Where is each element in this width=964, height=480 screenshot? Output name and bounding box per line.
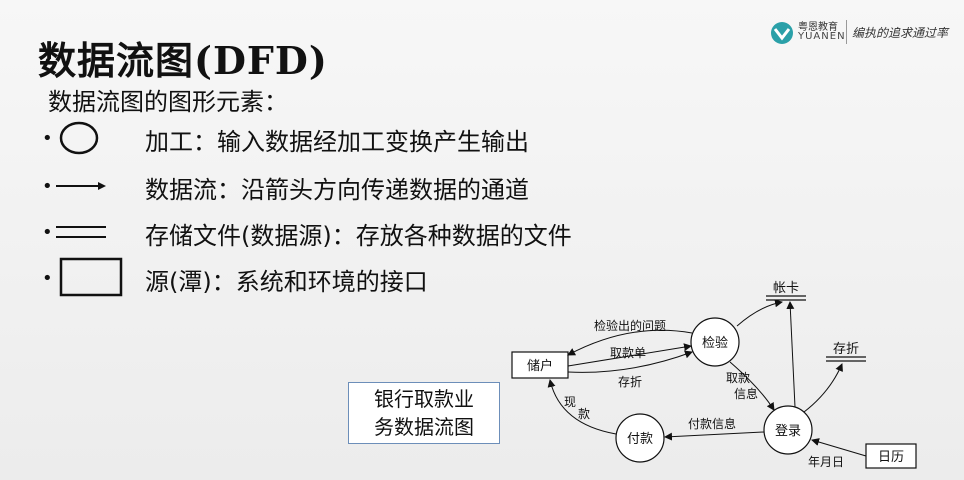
subtitle: 数据流图的图形元素： (48, 88, 288, 116)
node-calendar (865, 443, 917, 469)
page-title: 数据流图(DFD) (38, 38, 328, 83)
flow-cash-2: 款 (578, 407, 590, 421)
node-pay-label: 付款 (627, 432, 653, 447)
node-check (690, 317, 740, 367)
flow-cash-1: 现 (564, 395, 576, 409)
diagram-caption: 银行取款业 务数据流图 (348, 382, 500, 444)
node-depositor-label: 储户 (527, 358, 553, 374)
node-calendar-label: 日历 (878, 450, 904, 465)
element-text-process: 加工：输入数据经加工变换产生输出 (145, 128, 529, 156)
node-register (763, 405, 813, 455)
bullet: • (42, 128, 53, 149)
logo-icon (771, 22, 793, 44)
flow-passbook: 存折 (618, 374, 642, 389)
flow-payment-info: 付款信息 (688, 416, 736, 431)
logo-slogan: 编执的追求通过率 (852, 26, 949, 40)
bullet: • (42, 222, 53, 243)
bullet: • (42, 268, 53, 289)
node-depositor (511, 351, 569, 379)
flow-withdraw-slip: 取款单 (610, 346, 646, 360)
logo-english: YUANEN (798, 31, 846, 42)
store-passbook: 存折 (833, 342, 859, 357)
node-register-label: 登录 (775, 424, 801, 439)
element-text-source: 源(潭)：系统和环境的接口 (145, 268, 428, 296)
flow-withdraw-info-2: 信息 (734, 386, 758, 401)
diagram-caption-line1: 银行取款业 (374, 387, 474, 411)
double-line-icon (56, 226, 106, 238)
flow-check-problem: 检验出的问题 (594, 318, 666, 333)
diagram-caption-line2: 务数据流图 (374, 415, 474, 439)
element-text-dataflow: 数据流：沿箭头方向传递数据的通道 (145, 176, 529, 204)
store-account-card: 帐卡 (773, 281, 799, 296)
rectangle-icon (59, 257, 123, 297)
flow-date: 年月日 (808, 455, 844, 469)
node-pay (615, 413, 665, 463)
logo-name: 粤恩教育 (798, 22, 838, 33)
node-check-label: 检验 (702, 335, 728, 351)
element-text-datastore: 存储文件(数据源)：存放各种数据的文件 (145, 222, 572, 250)
arrow-icon (56, 182, 106, 190)
circle-icon (59, 121, 99, 155)
brand-logo: 粤恩教育 YUANEN 编执的追求通过率 (770, 18, 950, 48)
flow-withdraw-info-1: 取款 (726, 371, 750, 385)
logo-divider (846, 20, 847, 44)
bullet: • (42, 176, 53, 197)
